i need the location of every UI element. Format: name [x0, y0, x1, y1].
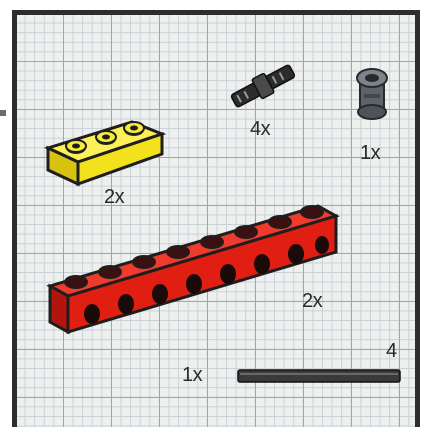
- bushing-icon: [350, 64, 394, 126]
- yellow-plate-icon: [40, 110, 170, 190]
- edge-mark: [0, 110, 6, 116]
- connector-pin-count: 4x: [250, 118, 270, 141]
- red-technic-brick-count: 2x: [302, 290, 322, 313]
- red-technic-brick-icon: [40, 198, 350, 338]
- bushing-count: 1x: [360, 142, 380, 165]
- axle-length-label: 4: [386, 340, 397, 363]
- axle-count: 1x: [182, 364, 202, 387]
- connector-pin-icon: [226, 62, 300, 110]
- axle-icon: [236, 364, 404, 388]
